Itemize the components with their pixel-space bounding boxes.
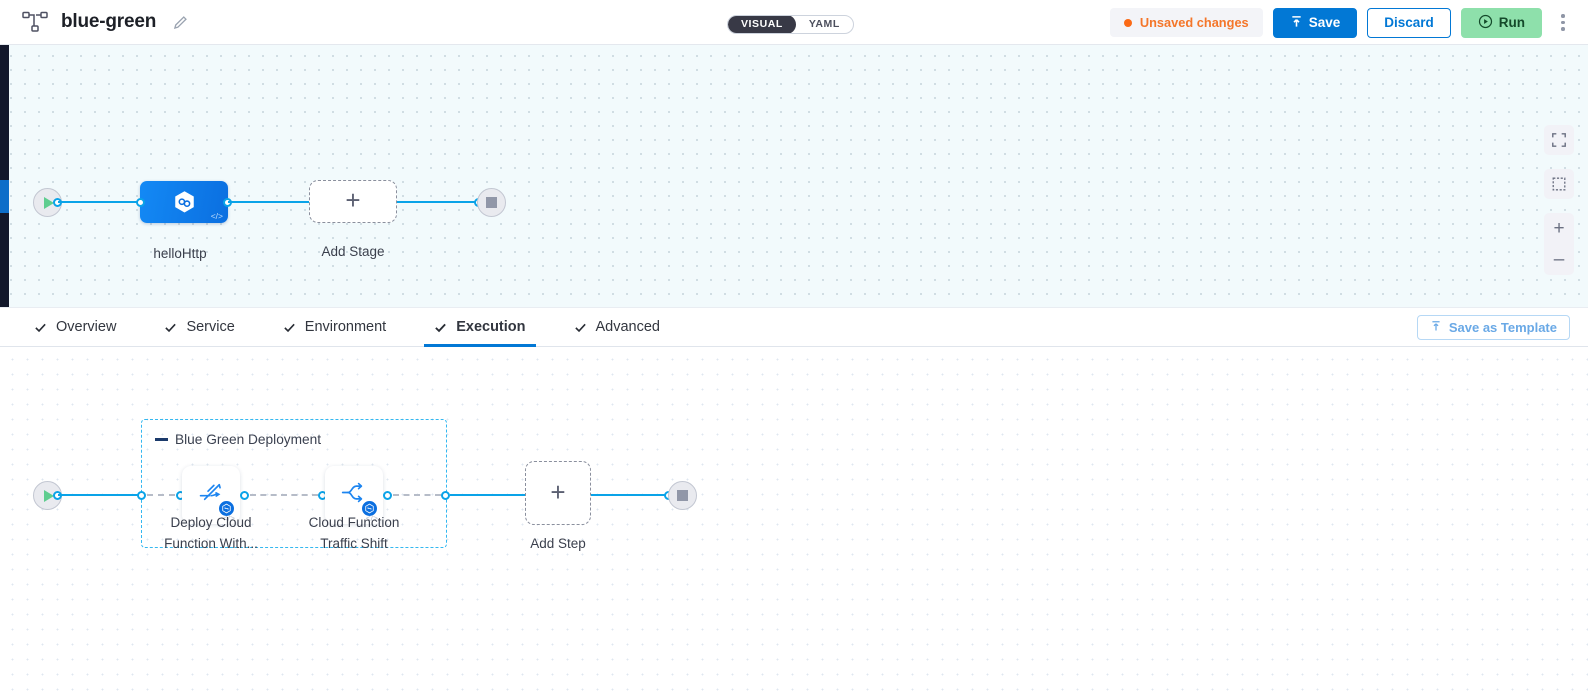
save-as-template-label: Save as Template bbox=[1448, 320, 1557, 335]
tab-environment-label: Environment bbox=[304, 319, 387, 335]
upload-template-icon bbox=[1430, 320, 1442, 335]
save-button[interactable]: Save bbox=[1272, 7, 1358, 38]
step2-label-line2: Traffic Shift bbox=[320, 536, 388, 551]
connector-step1-to-step2 bbox=[250, 494, 318, 496]
canvas-controls: + – bbox=[1544, 125, 1574, 275]
collapse-dash-icon[interactable] bbox=[155, 438, 168, 441]
connector-stage-to-addstage bbox=[228, 201, 310, 204]
stage-group-title-label: Blue Green Deployment bbox=[175, 432, 322, 447]
header-actions: Unsaved changes Save Discard bbox=[1109, 0, 1574, 45]
unsaved-changes-badge: Unsaved changes bbox=[1109, 8, 1263, 37]
tab-advanced-label: Advanced bbox=[595, 319, 661, 335]
toggle-visual-option[interactable]: VISUAL bbox=[728, 16, 796, 33]
tab-service[interactable]: Service bbox=[140, 307, 258, 347]
canvas-left-rail-highlight bbox=[0, 180, 9, 213]
app-header: blue-green VISUAL YAML Unsaved changes bbox=[0, 0, 1588, 45]
add-stage-label: Add Stage bbox=[321, 244, 385, 259]
step1-label-line1: Deploy Cloud bbox=[170, 515, 252, 530]
check-icon bbox=[574, 321, 587, 334]
deploy-cloud-function-icon bbox=[196, 477, 227, 513]
save-as-template-button[interactable]: Save as Template bbox=[1416, 315, 1570, 340]
stage-config-tabs: Overview Service Environment Execution A… bbox=[0, 307, 1588, 347]
stage-node-hellohttp[interactable]: </> bbox=[140, 181, 228, 223]
page-title: blue-green bbox=[61, 11, 157, 32]
tab-overview[interactable]: Overview bbox=[10, 307, 140, 347]
stage-group-title: Blue Green Deployment bbox=[155, 432, 321, 447]
step-end-node[interactable] bbox=[668, 481, 697, 510]
unsaved-changes-label: Unsaved changes bbox=[1139, 15, 1249, 30]
stage-canvas[interactable]: </> helloHttp + Add Stage bbox=[0, 45, 1588, 307]
zoom-controls: + – bbox=[1544, 213, 1574, 275]
step2-label: Cloud Function Traffic Shift bbox=[294, 512, 414, 554]
pipeline-nodes-icon bbox=[22, 11, 48, 33]
pencil-icon[interactable] bbox=[173, 15, 188, 30]
end-node[interactable] bbox=[477, 188, 506, 217]
start-play-icon bbox=[44, 196, 54, 209]
step2-port-out[interactable] bbox=[383, 491, 392, 500]
discard-button-label: Discard bbox=[1384, 15, 1434, 30]
add-step-label: Add Step bbox=[530, 536, 586, 551]
step1-label: Deploy Cloud Function With... bbox=[151, 512, 271, 554]
zoom-out-button[interactable]: – bbox=[1553, 248, 1565, 270]
tab-overview-label: Overview bbox=[56, 319, 117, 335]
step2-code-marker: </> bbox=[365, 513, 378, 523]
stage-code-marker: </> bbox=[210, 211, 223, 221]
check-icon bbox=[164, 321, 177, 334]
save-upload-icon bbox=[1290, 15, 1303, 31]
run-play-icon bbox=[1478, 14, 1493, 32]
step1-badge-icon bbox=[219, 501, 234, 516]
connector-addstep-to-end bbox=[591, 494, 667, 497]
discard-button[interactable]: Discard bbox=[1367, 7, 1451, 38]
run-button-label: Run bbox=[1498, 15, 1525, 30]
step-end-stop-icon bbox=[677, 490, 688, 501]
stage-label: helloHttp bbox=[153, 246, 207, 261]
step1-code-marker: </> bbox=[222, 513, 235, 523]
header-left: blue-green bbox=[0, 11, 188, 33]
unsaved-dot-icon bbox=[1123, 18, 1132, 27]
step-node-deploy-cloud-function[interactable]: </> bbox=[182, 466, 240, 524]
zoom-in-button[interactable]: + bbox=[1553, 217, 1565, 239]
connector-step2-to-group-out bbox=[393, 494, 441, 496]
step-node-traffic-shift[interactable]: </> bbox=[325, 466, 383, 524]
step1-label-line2: Function With... bbox=[164, 536, 258, 551]
connector-group-to-addstep bbox=[450, 494, 526, 497]
step1-port-out[interactable] bbox=[240, 491, 249, 500]
add-stage-button[interactable]: + bbox=[309, 180, 397, 223]
fit-screen-icon[interactable] bbox=[1544, 125, 1574, 155]
tab-service-label: Service bbox=[186, 319, 235, 335]
check-icon bbox=[434, 321, 447, 334]
execution-canvas[interactable]: Execution Rollback bbox=[0, 347, 1588, 699]
select-area-icon[interactable] bbox=[1544, 169, 1574, 199]
view-mode-toggle[interactable]: VISUAL YAML bbox=[727, 15, 854, 34]
kebab-menu-icon[interactable] bbox=[1552, 8, 1574, 38]
group-port-out[interactable] bbox=[441, 491, 450, 500]
step-start-play-icon bbox=[44, 489, 54, 502]
harness-hexagon-icon bbox=[171, 189, 198, 216]
stage-group-blue-green[interactable]: Blue Green Deployment bbox=[141, 419, 447, 548]
add-step-plus-icon: + bbox=[550, 476, 566, 507]
connector-addstage-to-end bbox=[397, 201, 479, 204]
traffic-shift-icon bbox=[339, 477, 370, 513]
tab-execution[interactable]: Execution bbox=[410, 307, 549, 347]
tab-execution-label: Execution bbox=[456, 319, 526, 335]
connector-start-to-group bbox=[58, 494, 140, 497]
canvas-left-rail bbox=[0, 45, 9, 307]
add-stage-plus-icon: + bbox=[345, 185, 361, 215]
step2-label-line1: Cloud Function bbox=[308, 515, 400, 530]
check-icon bbox=[283, 321, 296, 334]
group-port-in[interactable] bbox=[137, 491, 146, 500]
end-stop-icon bbox=[486, 197, 497, 208]
save-button-label: Save bbox=[1308, 15, 1341, 30]
connector-start-to-stage bbox=[58, 201, 144, 204]
connector-group-in-to-step1 bbox=[147, 494, 175, 496]
stage-port-in[interactable] bbox=[136, 198, 145, 207]
tab-environment[interactable]: Environment bbox=[259, 307, 410, 347]
toggle-yaml-option[interactable]: YAML bbox=[808, 18, 840, 30]
tab-advanced[interactable]: Advanced bbox=[550, 307, 685, 347]
step2-badge-icon bbox=[362, 501, 377, 516]
check-icon bbox=[34, 321, 47, 334]
run-button[interactable]: Run bbox=[1460, 7, 1542, 38]
add-step-button[interactable]: + bbox=[525, 461, 591, 525]
